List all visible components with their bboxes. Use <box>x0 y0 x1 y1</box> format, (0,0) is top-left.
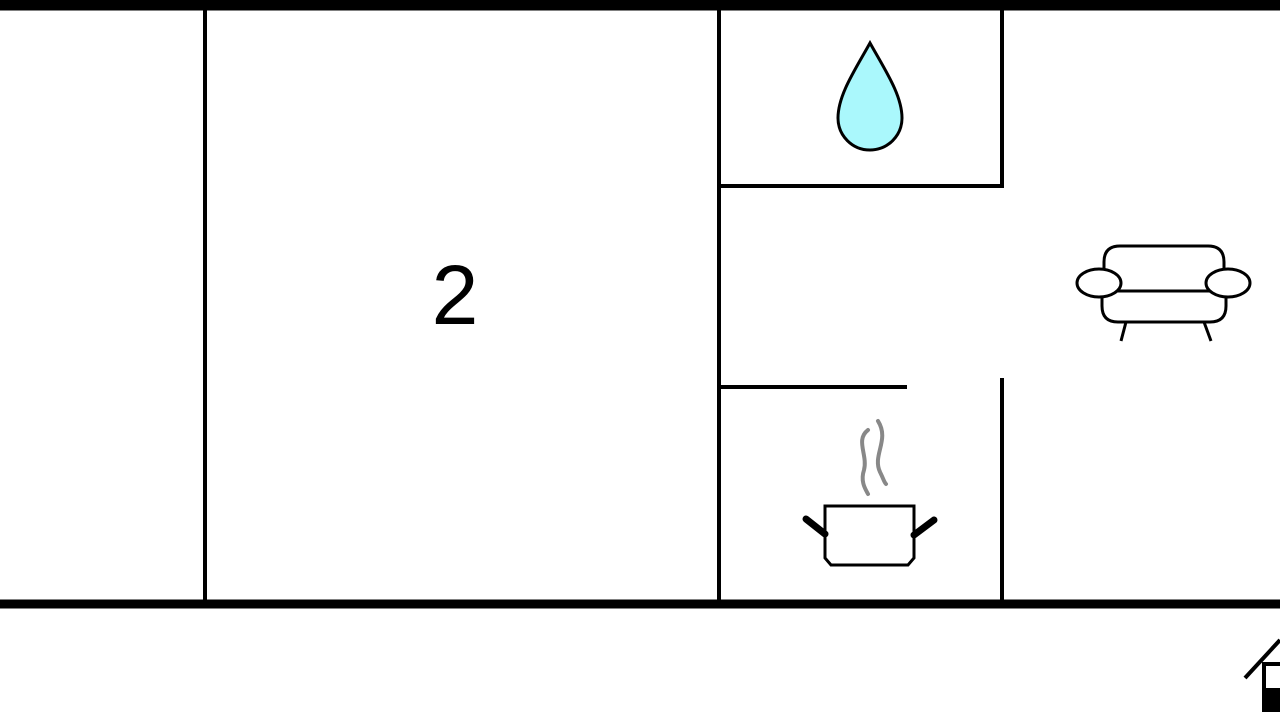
walls <box>0 0 1280 609</box>
cooking-pot-icon <box>802 419 938 567</box>
sofa-icon <box>1075 244 1252 342</box>
room-number-label: 2 <box>431 248 479 342</box>
water-drop-icon <box>836 39 904 152</box>
house-icon <box>1243 638 1280 712</box>
